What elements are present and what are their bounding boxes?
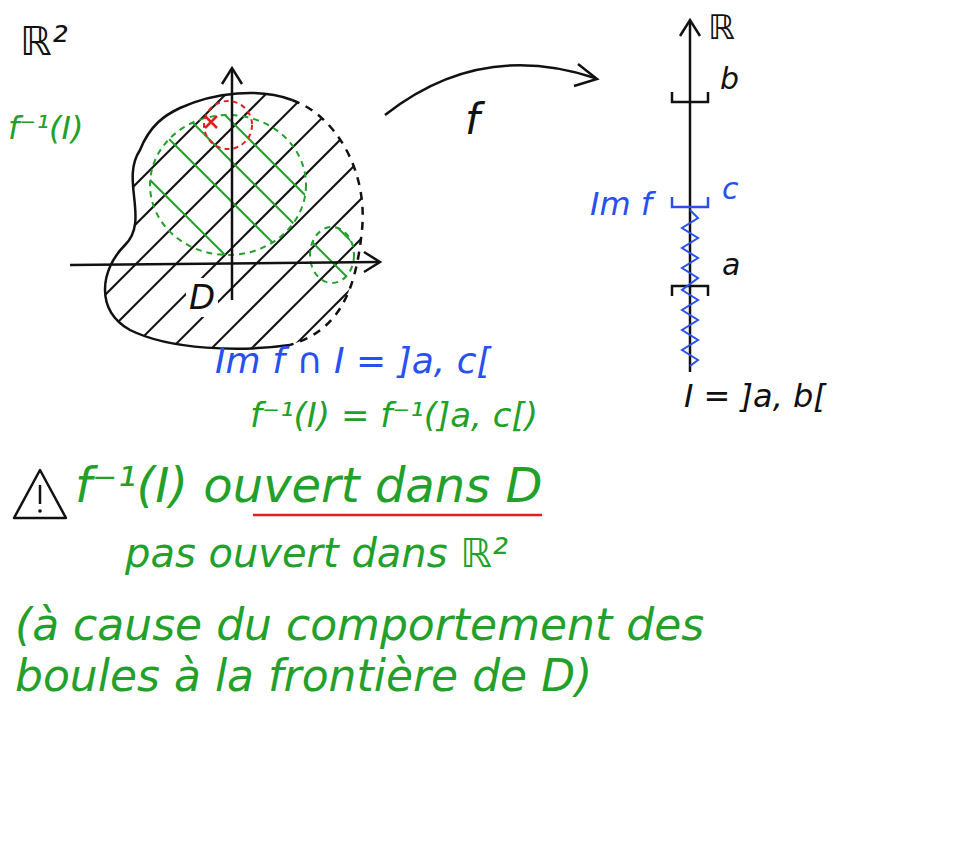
warning-mark — [39, 485, 42, 504]
boundary-ball — [204, 101, 252, 149]
function-label: f — [465, 96, 480, 144]
red-underline — [253, 514, 542, 517]
explanation-text: (à cause du comportement des boules à la… — [15, 600, 855, 701]
preimage-equation: f⁻¹(I) = f⁻¹(]a, c[) — [250, 396, 538, 435]
open-boundary — [290, 100, 363, 345]
bound-label: c — [722, 172, 739, 207]
image-label: Im f — [590, 186, 652, 223]
warning-sign — [14, 470, 66, 518]
bracket-b — [672, 92, 708, 102]
bound-label: b — [720, 62, 739, 97]
arrow-head — [222, 68, 242, 84]
domain-label: D — [186, 278, 218, 317]
domain-boundary — [105, 93, 292, 349]
warning-text: f⁻¹(I) ouvert dans D — [75, 458, 542, 513]
mapping-arrow — [385, 65, 595, 115]
arrow-head — [680, 20, 700, 36]
x-axis — [70, 262, 378, 265]
intersection-label: Im f ∩ I = ]a, c[ — [215, 340, 491, 381]
preimage-label: f⁻¹(I) — [8, 110, 83, 147]
space-label: ℝ² — [20, 18, 68, 64]
y-axis — [231, 70, 234, 300]
preimage-hatching — [100, 50, 420, 360]
boundary-point — [205, 116, 217, 128]
domain-hatching — [40, 0, 680, 380]
warning-dot — [38, 509, 42, 513]
interval-label: I = ]a, b[ — [684, 378, 826, 415]
warning-text: pas ouvert dans ℝ² — [125, 530, 508, 576]
bracket-c — [672, 197, 708, 207]
image-zigzag — [682, 210, 698, 366]
axis-label: ℝ — [708, 8, 735, 47]
arrow-head — [574, 64, 597, 86]
real-axis — [689, 22, 692, 372]
preimage-outline — [150, 115, 354, 283]
arrow-head — [364, 252, 380, 272]
bound-label: a — [722, 248, 740, 283]
